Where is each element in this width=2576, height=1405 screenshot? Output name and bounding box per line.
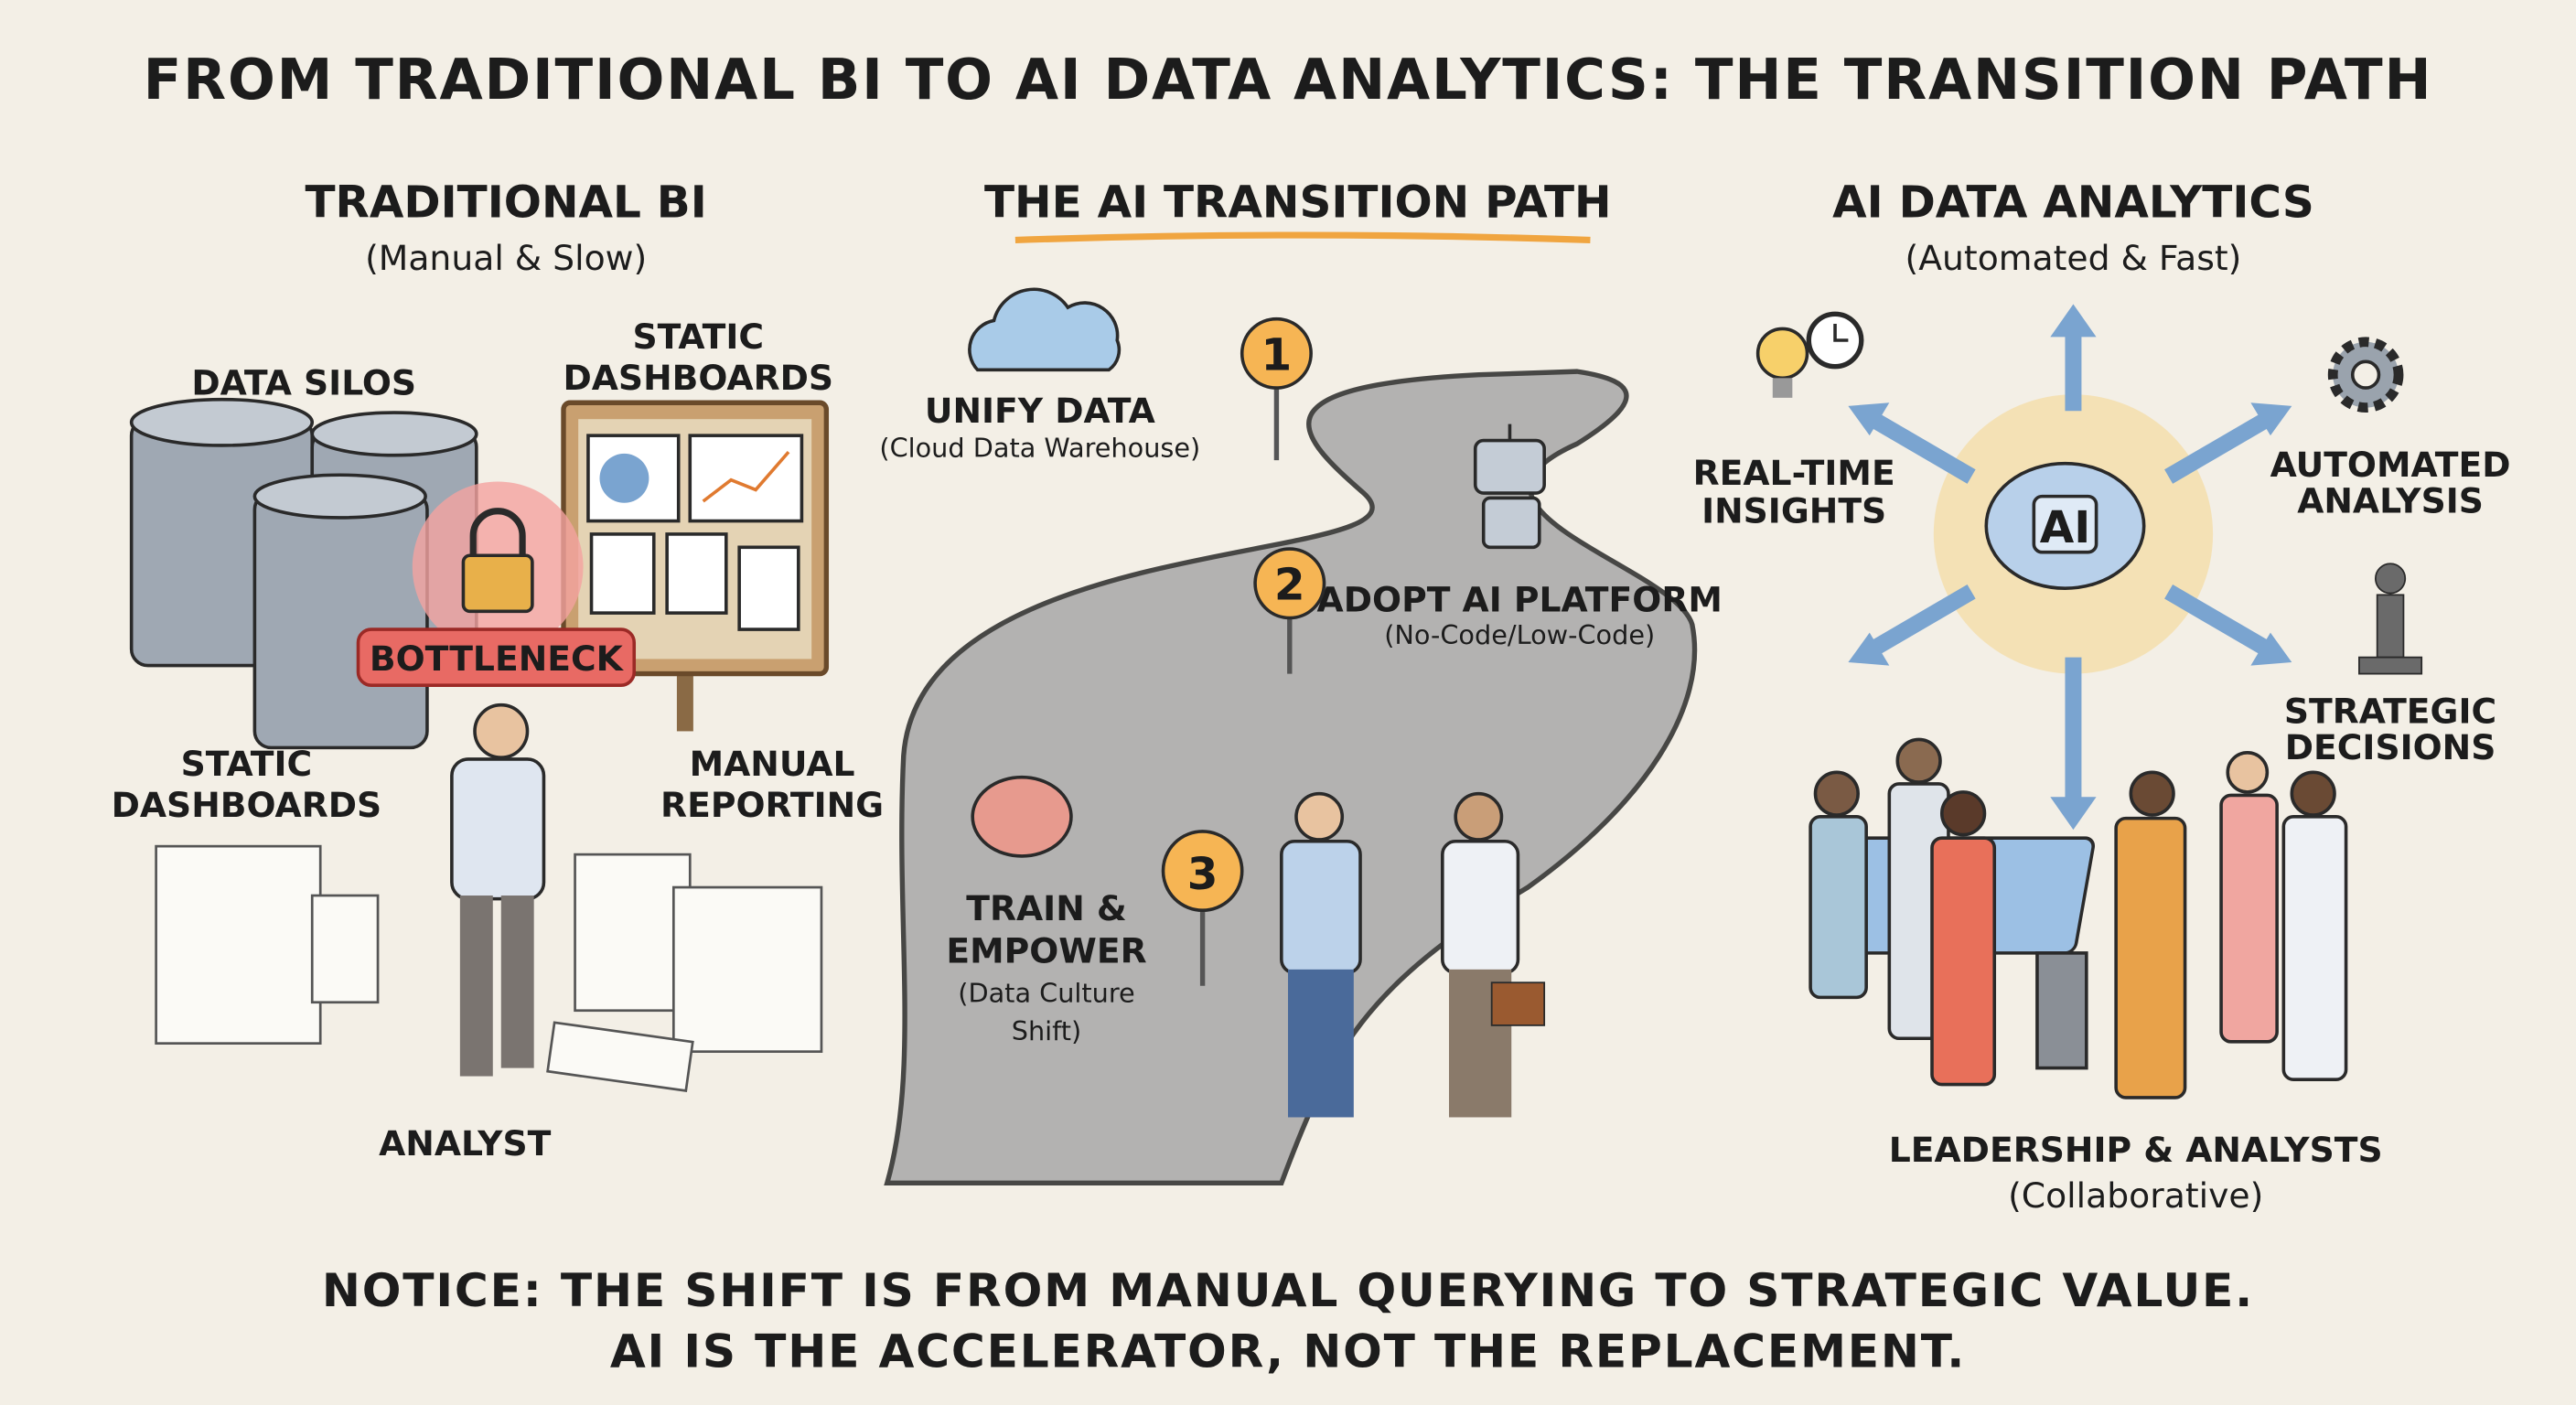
- notice-line-2: AI IS THE ACCELERATOR, NOT THE REPLACEME…: [610, 1324, 1966, 1378]
- step-2-number: 2: [1274, 560, 1305, 611]
- traditional-bi-section: TRADITIONAL BI (Manual & Slow) DATA SILO…: [112, 177, 885, 1163]
- bottleneck-badge: BOTTLENECK: [356, 627, 637, 687]
- step-3-title-1: TRAIN &: [966, 888, 1127, 928]
- ai-analytics-subheading: (Automated & Fast): [1905, 238, 2242, 278]
- lightbulb-icon: [1755, 327, 1809, 398]
- cloud-icon: [968, 287, 1122, 372]
- manual-reporting-label-2: REPORTING: [660, 785, 884, 825]
- bottleneck-label: BOTTLENECK: [370, 638, 625, 679]
- manual-reporting-label-1: MANUAL: [690, 744, 855, 784]
- notice-line-1: NOTICE: THE SHIFT IS FROM MANUAL QUERYIN…: [322, 1263, 2254, 1317]
- ai-analytics-heading: AI DATA ANALYTICS: [1832, 177, 2314, 228]
- team-label: LEADERSHIP & ANALYSTS: [1889, 1130, 2383, 1170]
- dashboard-board-icon: [561, 400, 830, 732]
- step-1-detail: (Cloud Data Warehouse): [879, 433, 1200, 464]
- handshake-figures: [1280, 791, 1546, 1118]
- team-sublabel: (Collaborative): [2008, 1175, 2263, 1216]
- heading-underline: [1014, 231, 1591, 244]
- gear-icon: [2327, 337, 2404, 413]
- step-2-detail: (No-Code/Low-Code): [1384, 619, 1655, 650]
- static-dashboards-board-label-1: STATIC: [632, 316, 764, 357]
- ai-label: AI: [2040, 502, 2091, 553]
- static-dashboards-label-2: DASHBOARDS: [112, 785, 382, 825]
- transition-path-section: THE AI TRANSITION PATH UNIFY DATA (Cloud…: [879, 177, 1723, 1185]
- arrow-heads: [1848, 304, 2292, 831]
- automated-label-1: AUTOMATED: [2270, 445, 2511, 485]
- step-2-title: ADOPT AI PLATFORM: [1317, 579, 1723, 619]
- step-1-number: 1: [1261, 329, 1293, 381]
- step-3-detail-1: (Data Culture: [958, 978, 1134, 1009]
- paper-stack-icon: [155, 844, 823, 1092]
- step-2-sign: 2: [1253, 547, 1326, 674]
- page-title: FROM TRADITIONAL BI TO AI DATA ANALYTICS…: [144, 48, 2433, 113]
- strategic-label-2: DECISIONS: [2285, 727, 2496, 767]
- road: [884, 369, 1698, 1185]
- step-1-title: UNIFY DATA: [925, 391, 1155, 431]
- static-dashboards-board-label-2: DASHBOARDS: [563, 358, 833, 398]
- real-time-label-1: REAL-TIME: [1693, 453, 1895, 493]
- brain-icon: [971, 775, 1073, 858]
- traditional-bi-heading: TRADITIONAL BI: [306, 177, 707, 228]
- transition-path-heading: THE AI TRANSITION PATH: [984, 177, 1612, 228]
- ai-analytics-section: AI DATA ANALYTICS (Automated & Fast) AI …: [1693, 177, 2511, 1216]
- step-1-sign: 1: [1240, 316, 1313, 461]
- data-silos-label: DATA SILOS: [191, 362, 416, 402]
- arrows: [1868, 328, 2271, 806]
- analyst-label: ANALYST: [379, 1123, 552, 1164]
- step-3-detail-2: Shift): [1012, 1015, 1081, 1046]
- robot-icon: [1473, 424, 1546, 550]
- step-3-number: 3: [1187, 849, 1218, 900]
- clock-icon: [1806, 311, 1864, 370]
- static-dashboards-label-1: STATIC: [181, 744, 313, 784]
- traditional-bi-subheading: (Manual & Slow): [365, 238, 647, 278]
- brain-icon: AI: [1984, 461, 2146, 590]
- chess-king-icon: [2358, 563, 2423, 675]
- step-3-sign: 3: [1161, 830, 1244, 986]
- team-figures: [1809, 737, 2348, 1099]
- automated-label-2: ANALYSIS: [2297, 481, 2484, 521]
- barrel-icon: [129, 397, 478, 750]
- step-3-title-2: EMPOWER: [946, 931, 1146, 971]
- strategic-label-1: STRATEGIC: [2284, 691, 2496, 731]
- lock-icon: [412, 481, 584, 653]
- analyst-figure: [450, 702, 546, 1077]
- real-time-label-2: INSIGHTS: [1701, 490, 1886, 531]
